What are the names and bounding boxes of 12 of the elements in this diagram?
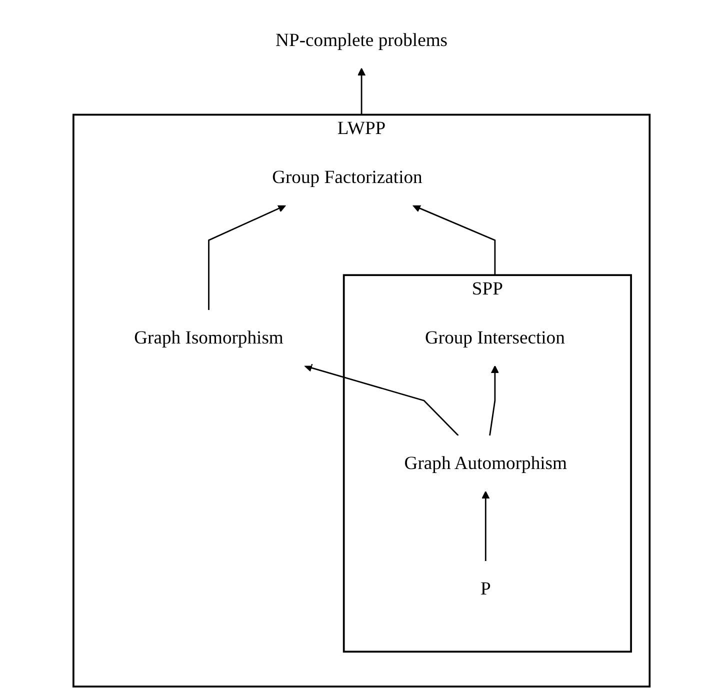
arrow bbox=[357, 68, 366, 115]
node-text: NP-complete problems bbox=[276, 30, 448, 51]
arrow bbox=[482, 490, 490, 562]
arrow bbox=[412, 204, 496, 276]
node-text: Graph Automorphism bbox=[404, 453, 567, 474]
arrow bbox=[304, 364, 459, 436]
arrow bbox=[489, 365, 499, 436]
node-text: Group Intersection bbox=[424, 328, 565, 348]
node-text: P bbox=[480, 578, 491, 600]
node-text: Graph Isomorphism bbox=[134, 328, 284, 348]
node-text: Group Factorization bbox=[272, 167, 422, 188]
arrow bbox=[208, 204, 286, 310]
